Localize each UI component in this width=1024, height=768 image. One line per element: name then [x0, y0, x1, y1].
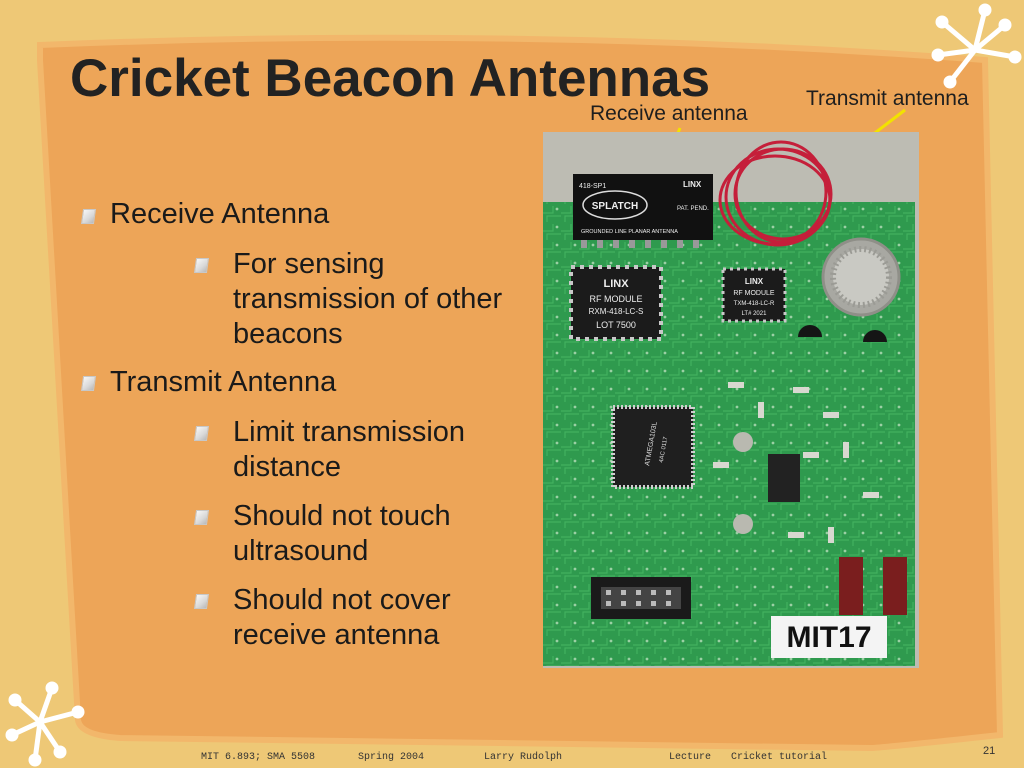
slide-switches	[839, 557, 907, 615]
slide-title: Cricket Beacon Antennas	[70, 49, 711, 108]
tx-linx-label: LINX	[745, 277, 764, 286]
splatch-linx-label: LINX	[683, 180, 702, 189]
footer-term: Spring 2004	[358, 752, 425, 763]
rf-transmit-module: LINX RF MODULE TXM-418-LC-R LT# 2021	[721, 267, 787, 323]
ribbon-header-connector	[591, 577, 691, 619]
starburst-bottom-left-icon	[5, 681, 85, 767]
bullet-for-sensing: For sensing transmission of other beacon…	[233, 248, 503, 350]
splatch-sub-label: GROUNDED LINE PLANAR ANTENNA	[581, 229, 678, 235]
tx-part-label: TXM-418-LC-R	[734, 301, 775, 307]
board-illustration: SPLATCH 418-SP1 LINX PAT. PEND. GROUNDED…	[543, 132, 919, 668]
bullet-marker-icon	[80, 209, 97, 224]
footer-author: Larry Rudolph	[484, 752, 563, 763]
receive-antenna-callout: Receive antenna	[590, 102, 748, 125]
rx-linx-label: LINX	[603, 278, 629, 290]
crystal-chip	[768, 454, 800, 502]
bullet-marker-icon	[193, 510, 210, 525]
rx-part-label: RXM-418-LC-S	[589, 307, 644, 316]
rx-lot-label: LOT 7500	[596, 320, 636, 330]
board-id-text: MIT17	[786, 621, 871, 654]
mcu-sub-label: 4AC 0117	[659, 436, 670, 464]
bullet-marker-icon	[193, 594, 210, 609]
bullet-marker-icon	[193, 258, 210, 273]
rx-title-label: RF MODULE	[589, 294, 642, 304]
tx-title-label: RF MODULE	[733, 290, 775, 297]
rf-receive-module: LINX RF MODULE RXM-418-LC-S LOT 7500	[569, 265, 663, 341]
board-id-label: MIT17	[771, 616, 887, 658]
ultrasound-sensor	[821, 237, 901, 317]
bullet-receive-antenna: Receive Antenna	[110, 198, 330, 230]
bullet-marker-icon	[80, 376, 97, 391]
bullet-should-not-touch: Should not touch ultrasound	[233, 500, 451, 567]
bullet-limit-transmission: Limit transmission distance	[233, 416, 466, 483]
mounting-holes	[733, 432, 753, 534]
bullet-should-not-cover: Should not cover receive antenna	[233, 584, 451, 651]
footer-type: Lecture	[669, 752, 712, 763]
atmega-microcontroller: ATMEGA103L 4AC 0117	[611, 405, 695, 489]
transistors	[798, 325, 887, 342]
starburst-top-right-icon	[931, 3, 1022, 89]
tx-lot-label: LT# 2021	[742, 311, 768, 317]
splatch-label: SPLATCH	[592, 201, 638, 212]
transmit-antenna-callout: Transmit antenna	[806, 87, 969, 110]
splatch-receive-antenna: SPLATCH 418-SP1 LINX PAT. PEND. GROUNDED…	[573, 174, 713, 248]
page-number: 21	[983, 745, 996, 757]
splatch-pat-label: PAT. PEND.	[677, 206, 709, 212]
bullet-transmit-antenna: Transmit Antenna	[110, 366, 337, 398]
splatch-part-label: 418-SP1	[579, 183, 606, 190]
smd-components	[713, 382, 879, 543]
cricket-board-photo: SPLATCH 418-SP1 LINX PAT. PEND. GROUNDED…	[543, 132, 919, 668]
footer-topic: Cricket tutorial	[731, 752, 828, 763]
bullet-marker-icon	[193, 426, 210, 441]
transmit-wire-antenna	[718, 140, 833, 247]
footer-course: MIT 6.893; SMA 5508	[201, 752, 316, 763]
